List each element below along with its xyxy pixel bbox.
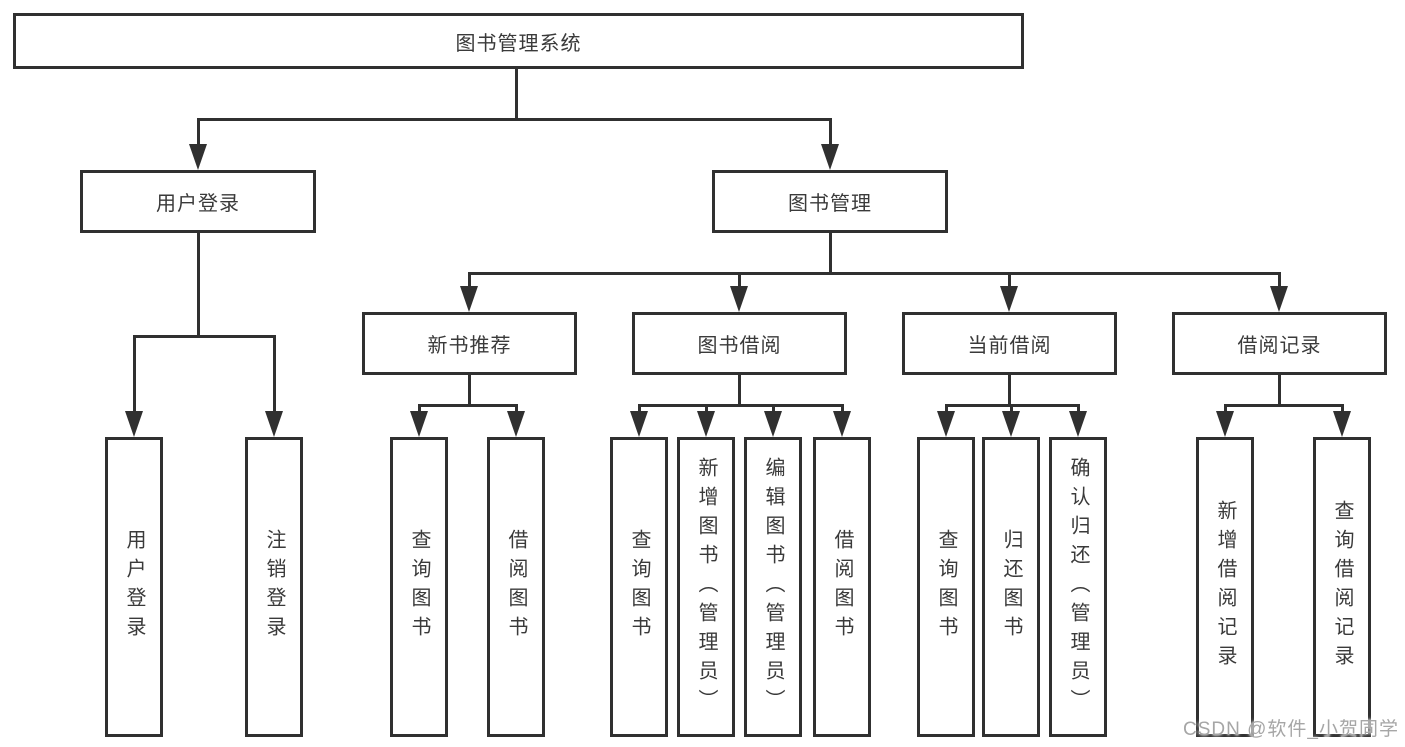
connector-line [515,68,518,120]
arrowhead-down-icon [460,286,478,312]
node-user-login: 用户登录 [80,170,316,233]
connector-line [1010,404,1013,415]
connector-line [468,272,1281,275]
leaf-recommend-borrow-books: 借阅图书 [487,437,545,737]
leaf-user-login: 用户登录 [105,437,163,737]
node-book-borrow: 图书借阅 [632,312,847,375]
leaf-logout: 注销登录 [245,437,303,737]
arrowhead-down-icon [507,411,525,437]
leaf-return-books: 归还图书 [982,437,1040,737]
connector-line [418,404,518,407]
connector-line [945,404,948,415]
arrowhead-down-icon [1270,286,1288,312]
connector-line [273,335,276,415]
leaf-borrow-books: 借阅图书 [813,437,871,737]
connector-line [197,118,832,121]
arrowhead-down-icon [1069,411,1087,437]
connector-line [705,404,708,415]
connector-line [738,272,741,290]
arrowhead-down-icon [937,411,955,437]
connector-line [197,118,200,148]
arrowhead-down-icon [410,411,428,437]
connector-line [829,118,832,148]
node-new-book-recommend: 新书推荐 [362,312,577,375]
leaf-edit-books-admin: 编辑图书（管理员） [744,437,802,737]
watermark: CSDN @软件_小贺同学 [1183,719,1399,740]
node-borrow-records: 借阅记录 [1172,312,1387,375]
arrowhead-down-icon [189,144,207,170]
arrowhead-down-icon [125,411,143,437]
connector-line [841,404,844,415]
connector-line [418,404,421,415]
connector-line [1224,404,1344,407]
node-library-system: 图书管理系统 [13,13,1024,69]
connector-line [1008,375,1011,406]
connector-line [738,375,741,406]
arrowhead-down-icon [1216,411,1234,437]
arrowhead-down-icon [764,411,782,437]
arrowhead-down-icon [1333,411,1351,437]
arrowhead-down-icon [630,411,648,437]
leaf-confirm-return-admin: 确认归还（管理员） [1049,437,1107,737]
arrowhead-down-icon [730,286,748,312]
connector-line [638,404,843,407]
leaf-recommend-query-books: 查询图书 [390,437,448,737]
connector-line [1224,404,1227,415]
arrowhead-down-icon [1000,286,1018,312]
arrowhead-down-icon [833,411,851,437]
leaf-add-books-admin: 新增图书（管理员） [677,437,735,737]
connector-line [1278,272,1281,290]
connector-line [1077,404,1080,415]
leaf-borrow-query-books: 查询图书 [610,437,668,737]
leaf-query-borrow-record: 查询借阅记录 [1313,437,1371,737]
connector-line [772,404,775,415]
connector-line [829,233,832,275]
connector-line [638,404,641,415]
connector-line [468,272,471,290]
node-book-management: 图书管理 [712,170,948,233]
arrowhead-down-icon [821,144,839,170]
arrowhead-down-icon [265,411,283,437]
connector-line [133,335,276,338]
connector-line [1278,375,1281,406]
connector-line [515,404,518,415]
connector-line [197,233,200,337]
leaf-add-borrow-record: 新增借阅记录 [1196,437,1254,737]
connector-line [468,375,471,406]
arrowhead-down-icon [697,411,715,437]
arrowhead-down-icon [1002,411,1020,437]
connector-line [1008,272,1011,290]
connector-line [133,335,136,415]
node-current-borrow: 当前借阅 [902,312,1117,375]
connector-line [1341,404,1344,415]
leaf-current-query-books: 查询图书 [917,437,975,737]
